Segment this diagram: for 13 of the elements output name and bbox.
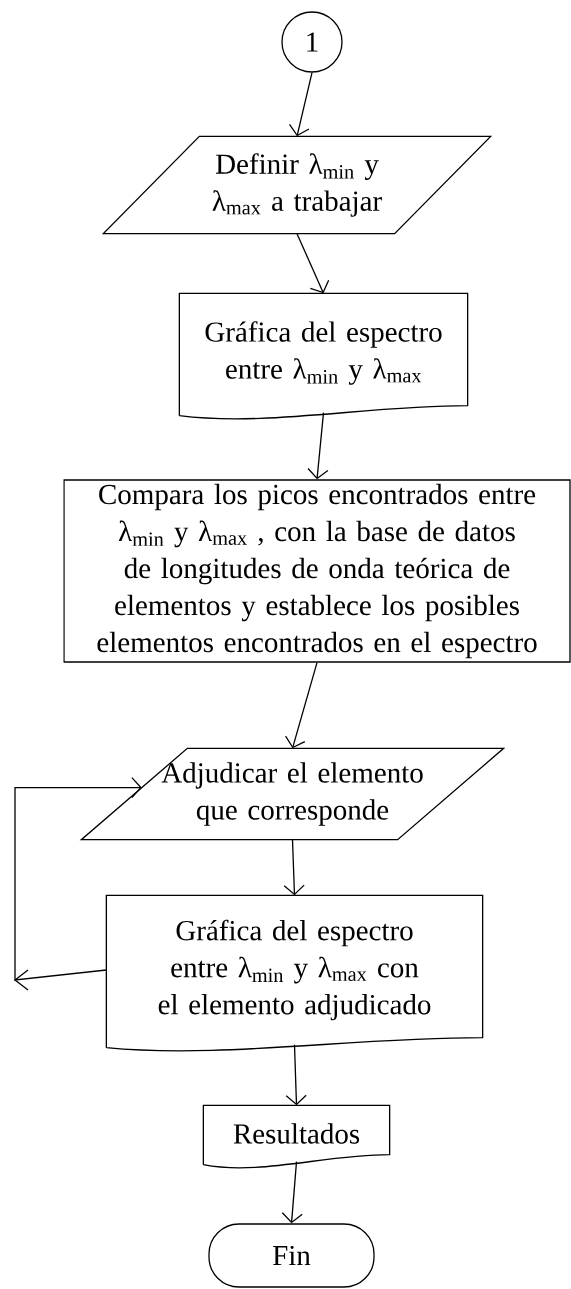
arrow	[284, 662, 318, 749]
document-box: Resultados	[202, 1104, 391, 1169]
process-box: Compara los picos encontrados entre λ$_{min}$ y λ$_{max}$ , con la base de datos de longitudes de onda teórica de elementos y establece los posibles elementos encontrados en el espectro	[63, 479, 571, 663]
arrow	[307, 412, 329, 480]
arrow	[283, 839, 305, 896]
arrow	[288, 72, 313, 137]
terminal-box: Fin	[208, 1223, 375, 1288]
document-box: Gráfica del espectro entre λ$_{min}$ y λ$_{max}$	[178, 292, 469, 420]
document-box: Gráfica del espectro entre λ$_{min}$ y λ$_{max}$ con el elemento adjudicado	[105, 894, 484, 1052]
arrow	[296, 233, 330, 294]
arrow	[281, 1161, 303, 1224]
arrow	[13, 776, 142, 991]
arrow	[285, 1044, 307, 1106]
